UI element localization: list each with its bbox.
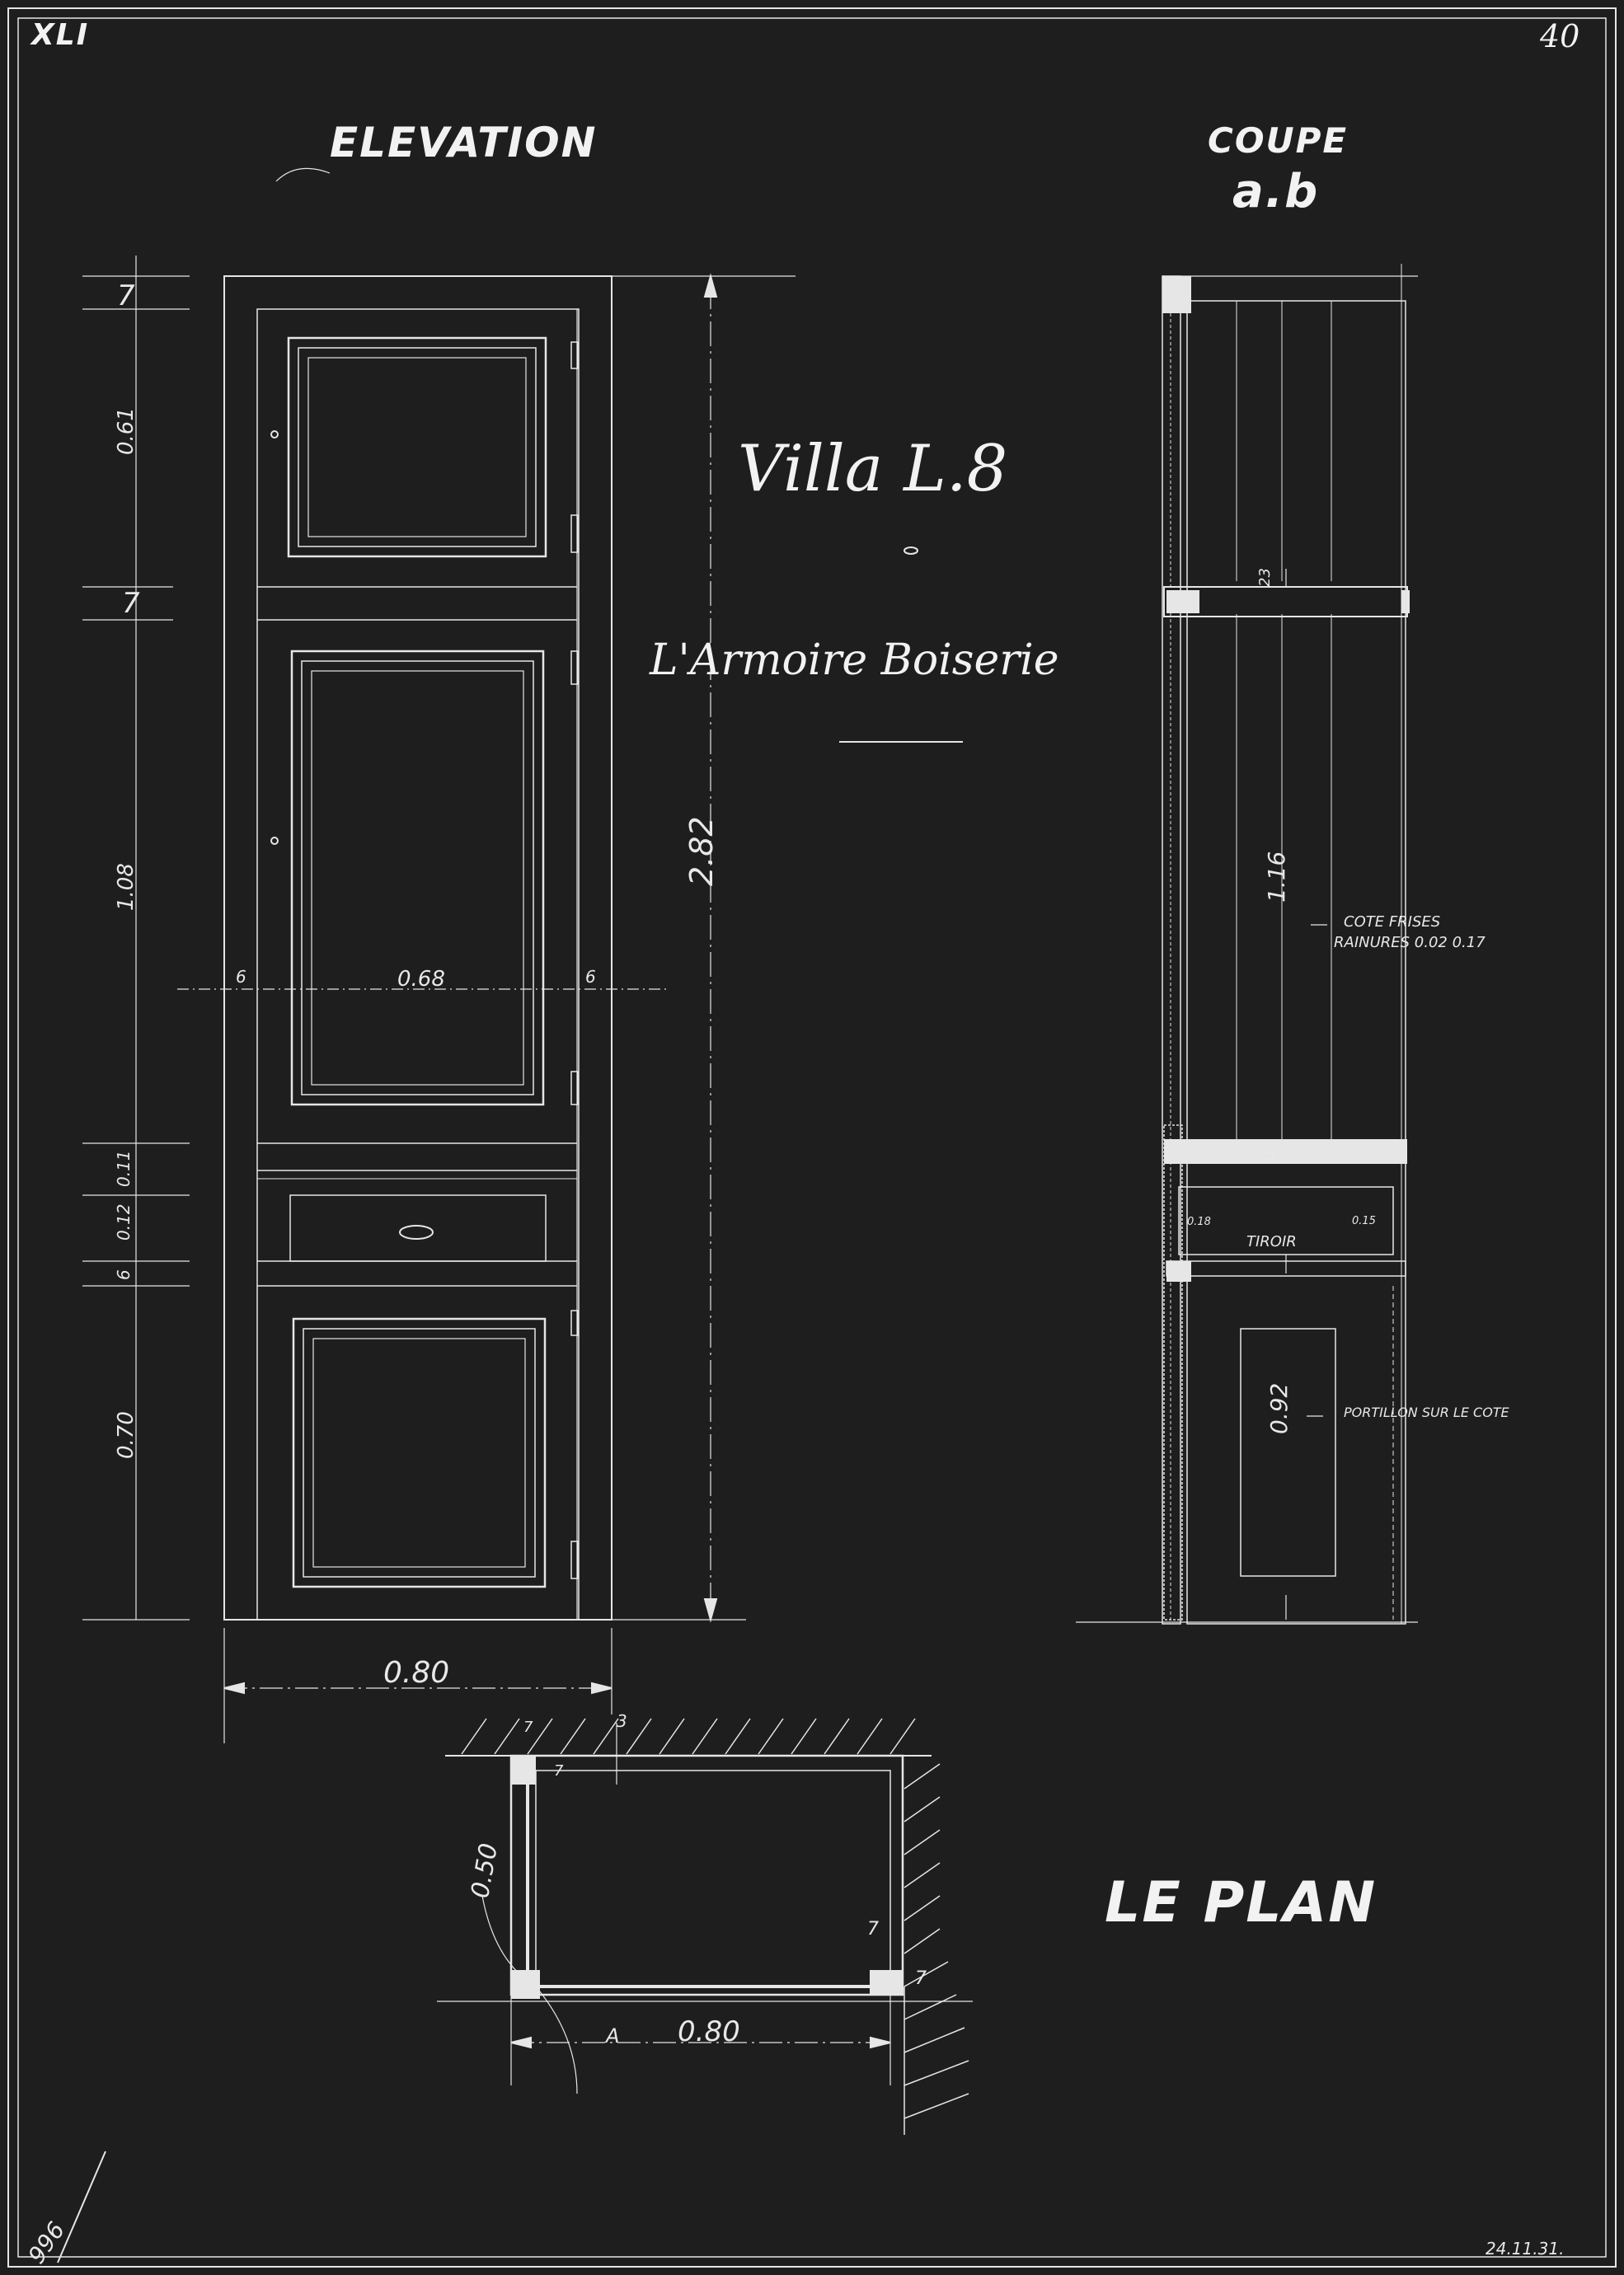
drawer-pull xyxy=(399,1225,434,1240)
plan-dim-back: 7 xyxy=(523,1719,533,1736)
dim-middle-panel: 1.08 xyxy=(114,863,138,911)
door-outer-frame xyxy=(223,275,613,1621)
dim-upper-compartment: 1.16 xyxy=(1263,851,1290,903)
dim-right-stile: 6 xyxy=(585,967,596,987)
plan-heading: LE PLAN xyxy=(1105,1870,1378,1935)
dim-rail-1: 7 xyxy=(122,587,140,620)
door-leaf xyxy=(256,308,580,1621)
date-stamp: 24.11.31. xyxy=(1486,2239,1565,2259)
note-rails-line1: COTE FRISES xyxy=(1344,913,1441,931)
drawer-front xyxy=(289,1194,547,1262)
note-side-panel: PORTILLON SUR LE COTE xyxy=(1344,1405,1509,1420)
bottom-panel xyxy=(292,1317,547,1588)
elevation-heading: ELEVATION xyxy=(330,119,598,167)
hinge xyxy=(570,341,579,369)
dim-lower-compartment: 0.92 xyxy=(1265,1382,1293,1434)
sheet-number: 40 xyxy=(1540,18,1580,54)
plan-dim-back-2: 3 xyxy=(617,1711,627,1731)
note-rails-line2: RAINURES 0.02 0.17 xyxy=(1334,934,1486,951)
project-title: Villa L.8 xyxy=(738,432,1008,506)
plan-dim-side: 7 xyxy=(554,1762,564,1780)
dim-lower-rail: 0.11 xyxy=(114,1150,134,1187)
middle-panel xyxy=(290,650,545,1106)
dim-overall-height: 2.82 xyxy=(683,816,720,886)
inner-border xyxy=(17,17,1607,2258)
top-panel xyxy=(287,336,547,558)
dim-inner-width: 0.68 xyxy=(397,967,445,992)
dim-bottom-panel: 0.70 xyxy=(114,1411,138,1459)
dim-top-rail: 7 xyxy=(117,279,135,312)
dim-top-panel: 0.61 xyxy=(114,407,138,455)
dim-bottom-shelf: 3 xyxy=(1265,1144,1276,1164)
dim-shelf: 23 xyxy=(1256,568,1274,587)
dim-drawer-height-left: 0.18 xyxy=(1187,1216,1211,1228)
plan-dim-side-right: 7 xyxy=(867,1919,879,1940)
shelf xyxy=(1163,586,1408,617)
dim-drawer-height-right: 0.15 xyxy=(1352,1215,1376,1227)
plan-dim-width: 0.80 xyxy=(678,2015,740,2048)
plan-dim-front-right: 7 xyxy=(915,1968,927,1989)
section-drawing xyxy=(1076,264,1418,1625)
dim-drawer: 0.12 xyxy=(114,1203,134,1241)
section-cut-label: a.b xyxy=(1232,165,1320,218)
dim-left-stile: 6 xyxy=(236,967,246,987)
outer-border xyxy=(7,7,1617,2268)
section-bottom-panel xyxy=(1240,1328,1336,1577)
plate-number: XLI xyxy=(31,18,90,52)
section-heading: COUPE xyxy=(1208,120,1349,161)
drawing-subject: L'Armoire Boiserie xyxy=(650,636,1059,685)
dim-overall-width: 0.80 xyxy=(383,1656,450,1690)
dim-drawer-rail: 6 xyxy=(114,1269,134,1280)
elevation-drawing xyxy=(82,256,796,1743)
plan-cut-a: A xyxy=(606,2024,620,2048)
drawer-label: TIROIR xyxy=(1246,1233,1297,1250)
plan-drawing xyxy=(437,1718,973,2135)
